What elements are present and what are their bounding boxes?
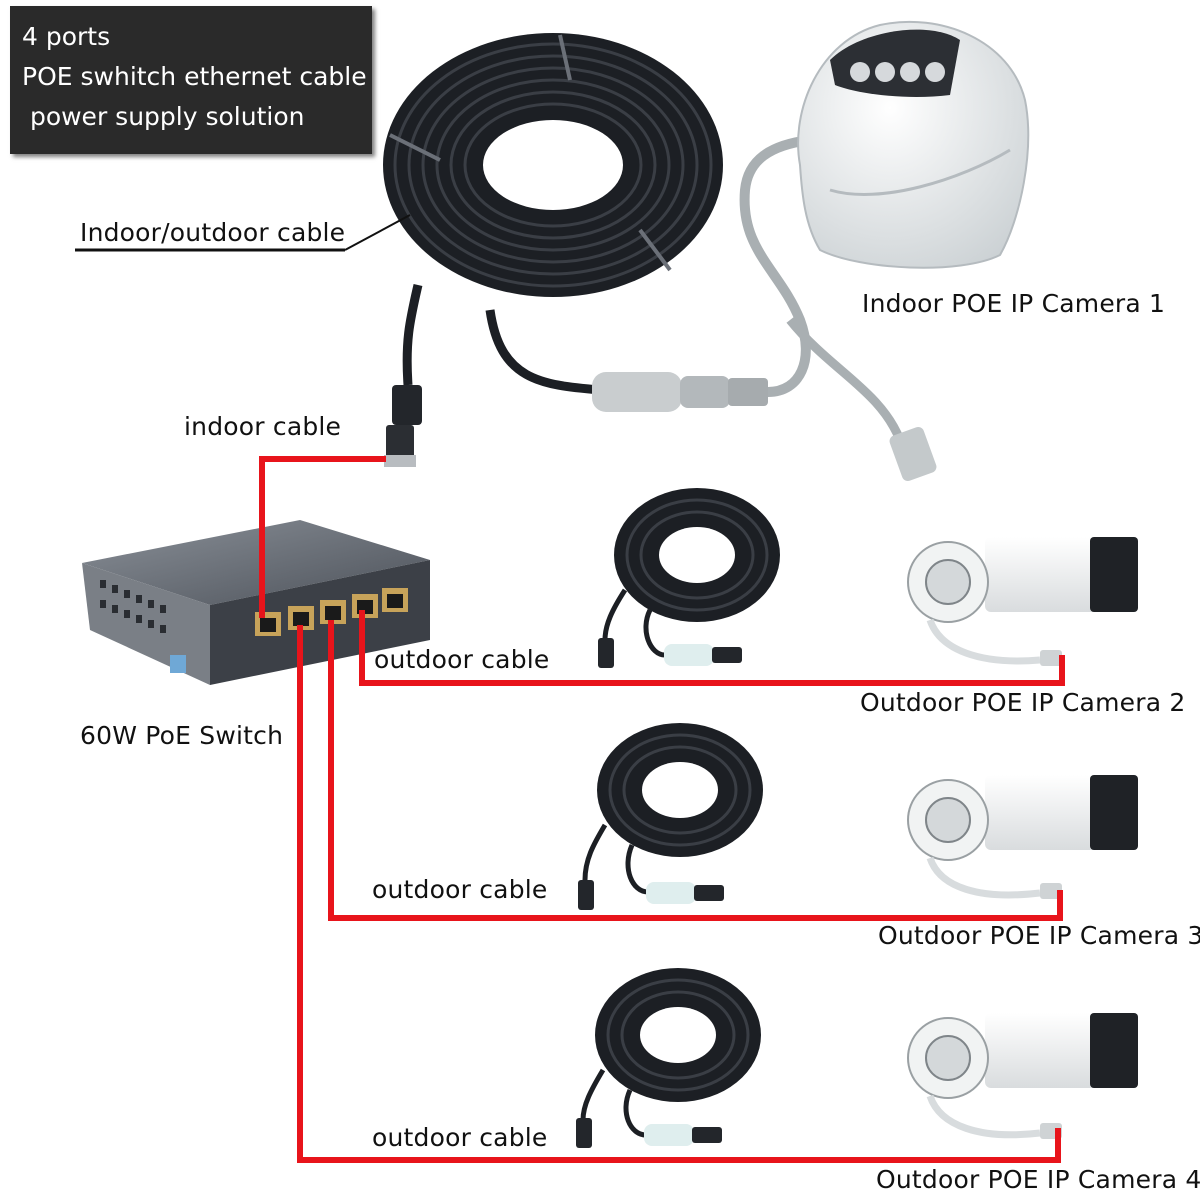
camera-3-label: Outdoor POE IP Camera 3: [878, 921, 1200, 950]
cable-coil-icon: [614, 488, 780, 622]
connection-line-camera-1: [259, 456, 386, 618]
connection-line-camera-2: [359, 610, 1065, 686]
indoor-outdoor-cable-label: Indoor/outdoor cable: [80, 218, 346, 247]
waterproof-connector-icon: [592, 372, 768, 412]
title-line-1: 4 ports: [22, 22, 111, 51]
bullet-camera-icon: [907, 537, 1138, 666]
title-line-3: power supply solution: [22, 102, 305, 131]
outdoor-cable-3-label: outdoor cable: [372, 875, 548, 904]
title-line-2: POE swhitch ethernet cable: [22, 62, 367, 91]
camera-1-label: Indoor POE IP Camera 1: [862, 289, 1166, 318]
bullet-camera-icon: [907, 775, 1138, 899]
poe-switch-icon: [82, 520, 430, 685]
connection-line-camera-4: [297, 625, 1061, 1163]
outdoor-cable-4-label: outdoor cable: [372, 1123, 548, 1152]
bullet-camera-icon: [907, 1013, 1138, 1139]
camera-4-label: Outdoor POE IP Camera 4: [876, 1165, 1200, 1194]
title-box: 4 ports POE swhitch ethernet cable power…: [10, 6, 372, 154]
cable-coil-icon: [383, 33, 723, 297]
rj45-plug-icon: [384, 385, 422, 467]
dome-camera-icon: [797, 20, 1030, 269]
cable-coil-icon: [597, 723, 763, 857]
camera-2-label: Outdoor POE IP Camera 2: [860, 688, 1186, 717]
cable-coil-icon: [595, 968, 761, 1102]
connection-line-camera-3: [328, 620, 1063, 921]
outdoor-cable-2-label: outdoor cable: [374, 645, 550, 674]
indoor-cable-label: indoor cable: [184, 412, 342, 441]
switch-label: 60W PoE Switch: [80, 721, 284, 750]
